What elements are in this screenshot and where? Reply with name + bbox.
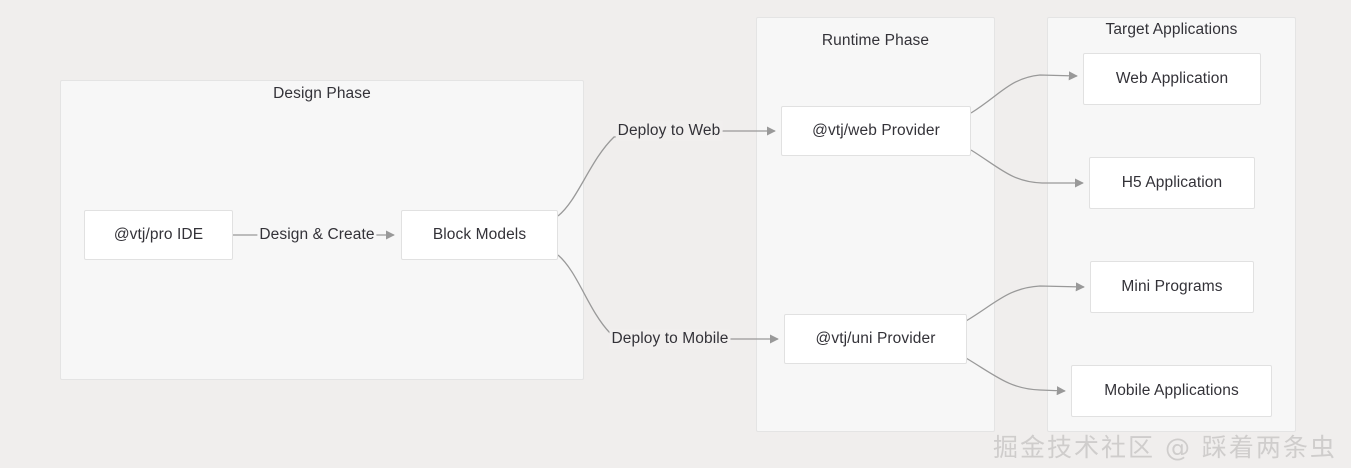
edge-label-design-create: Design & Create	[257, 225, 377, 245]
node-vtj-web-provider[interactable]: @vtj/web Provider	[781, 106, 971, 156]
node-block-models[interactable]: Block Models	[401, 210, 558, 260]
cluster-runtime-phase	[756, 17, 995, 432]
cluster-title-target-applications: Target Applications	[1105, 21, 1238, 38]
edge-label-deploy-mobile: Deploy to Mobile	[609, 329, 731, 349]
node-h5-application[interactable]: H5 Application	[1089, 157, 1255, 209]
edge-label-deploy-web: Deploy to Web	[615, 121, 723, 141]
cluster-title-design-phase: Design Phase	[273, 85, 371, 102]
node-vtj-uni-provider[interactable]: @vtj/uni Provider	[784, 314, 967, 364]
node-mobile-applications[interactable]: Mobile Applications	[1071, 365, 1272, 417]
node-mini-programs[interactable]: Mini Programs	[1090, 261, 1254, 313]
cluster-title-runtime-phase: Runtime Phase	[821, 32, 930, 49]
node-vtj-pro-ide[interactable]: @vtj/pro IDE	[84, 210, 233, 260]
watermark-text: 掘金技术社区 @ 踩着两条虫	[993, 433, 1337, 462]
node-web-application[interactable]: Web Application	[1083, 53, 1261, 105]
